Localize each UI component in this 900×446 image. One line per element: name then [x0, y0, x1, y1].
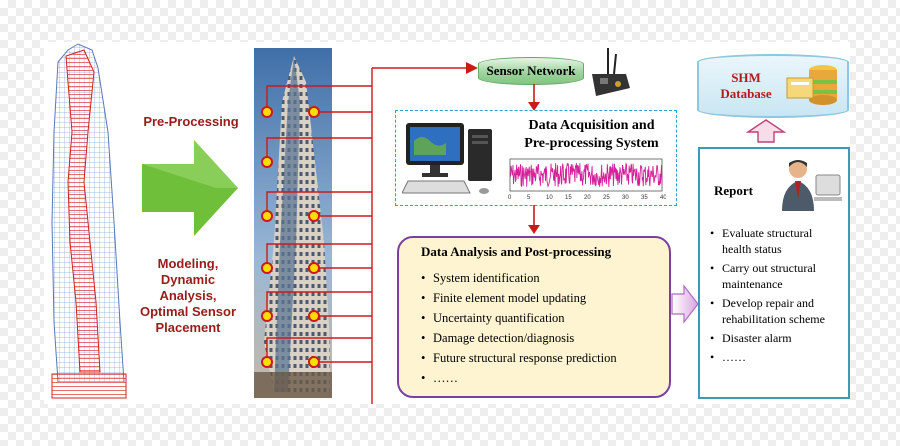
sensor-node: [261, 262, 273, 274]
list-item: Disaster alarm: [710, 330, 840, 346]
list-item: Carry out structural maintenance: [710, 260, 840, 292]
arrow-to-sensor-network: [466, 62, 478, 74]
signal-tick-label: 40: [660, 195, 666, 201]
sensor-node: [261, 210, 273, 222]
wireless-sensor-device-icon: [592, 48, 630, 96]
list-item: Future structural response prediction: [421, 348, 661, 368]
arrow-to-daq: [528, 84, 540, 111]
analysis-list: System identification Finite element mod…: [421, 268, 661, 388]
sensor-node: [261, 106, 273, 118]
arrow-to-database: [746, 119, 786, 143]
sensor-node: [308, 310, 320, 322]
acceleration-signal-plot: 0 5 10 15 20 25 30 35 40: [508, 158, 666, 201]
list-item: Finite element model updating: [421, 288, 661, 308]
sensor-network-box: Sensor Network: [478, 57, 584, 85]
sensor-node: [308, 356, 320, 368]
shm-database-box: SHM Database: [697, 54, 849, 118]
modeling-label: Modeling, Dynamic Analysis, Optimal Sens…: [139, 256, 237, 335]
report-box: Report Evaluate structural health status…: [698, 147, 850, 399]
sensor-node: [308, 262, 320, 274]
signal-tick-label: 15: [565, 195, 572, 201]
daq-title: Data Acquisition and Pre-processing Syst…: [524, 118, 659, 151]
signal-trace: [509, 162, 663, 188]
sensor-node: [261, 310, 273, 322]
list-item: System identification: [421, 268, 661, 288]
sensor-node: [308, 210, 320, 222]
analysis-title: Data Analysis and Post-processing: [421, 244, 612, 259]
signal-tick-label: 30: [622, 195, 629, 201]
data-analysis-box: Data Analysis and Post-processing System…: [397, 236, 671, 398]
list-item: ……: [710, 349, 840, 365]
arrow-to-analysis: [528, 205, 540, 234]
data-acquisition-box: Data Acquisition and Pre-processing Syst…: [395, 110, 677, 206]
sensor-node: [261, 156, 273, 168]
green-process-arrow: [142, 140, 238, 236]
sensor-node: [261, 356, 273, 368]
signal-tick-label: 25: [603, 195, 610, 201]
report-title: Report: [714, 183, 753, 198]
signal-tick-label: 20: [584, 195, 591, 201]
modeling-panel: Pre-Processing Modeling, Dynamic Analysi…: [44, 42, 244, 404]
signal-tick-label: 35: [641, 195, 648, 201]
list-item: ……: [421, 368, 661, 388]
signal-tick-label: 5: [527, 195, 531, 201]
database-label: SHM Database: [720, 70, 772, 101]
tower-sensor-wiring: [254, 48, 474, 404]
signal-tick-label: 0: [508, 195, 512, 201]
list-item: Evaluate structural health status: [710, 225, 840, 257]
list-item: Uncertainty quantification: [421, 308, 661, 328]
computer-workstation-icon: [402, 123, 492, 194]
arrow-to-report: [671, 284, 699, 324]
engineer-at-computer-icon: [782, 160, 842, 211]
report-list: Evaluate structural health status Carry …: [710, 225, 840, 368]
pre-processing-label: Pre-Processing: [143, 114, 239, 129]
database-icon: [786, 65, 837, 105]
sensor-node: [308, 106, 320, 118]
fe-model-wireframe: [51, 43, 127, 399]
list-item: Develop repair and rehabilitation scheme: [710, 295, 840, 327]
sensor-network-label: Sensor Network: [486, 63, 576, 78]
signal-tick-label: 10: [546, 195, 553, 201]
list-item: Damage detection/diagnosis: [421, 328, 661, 348]
